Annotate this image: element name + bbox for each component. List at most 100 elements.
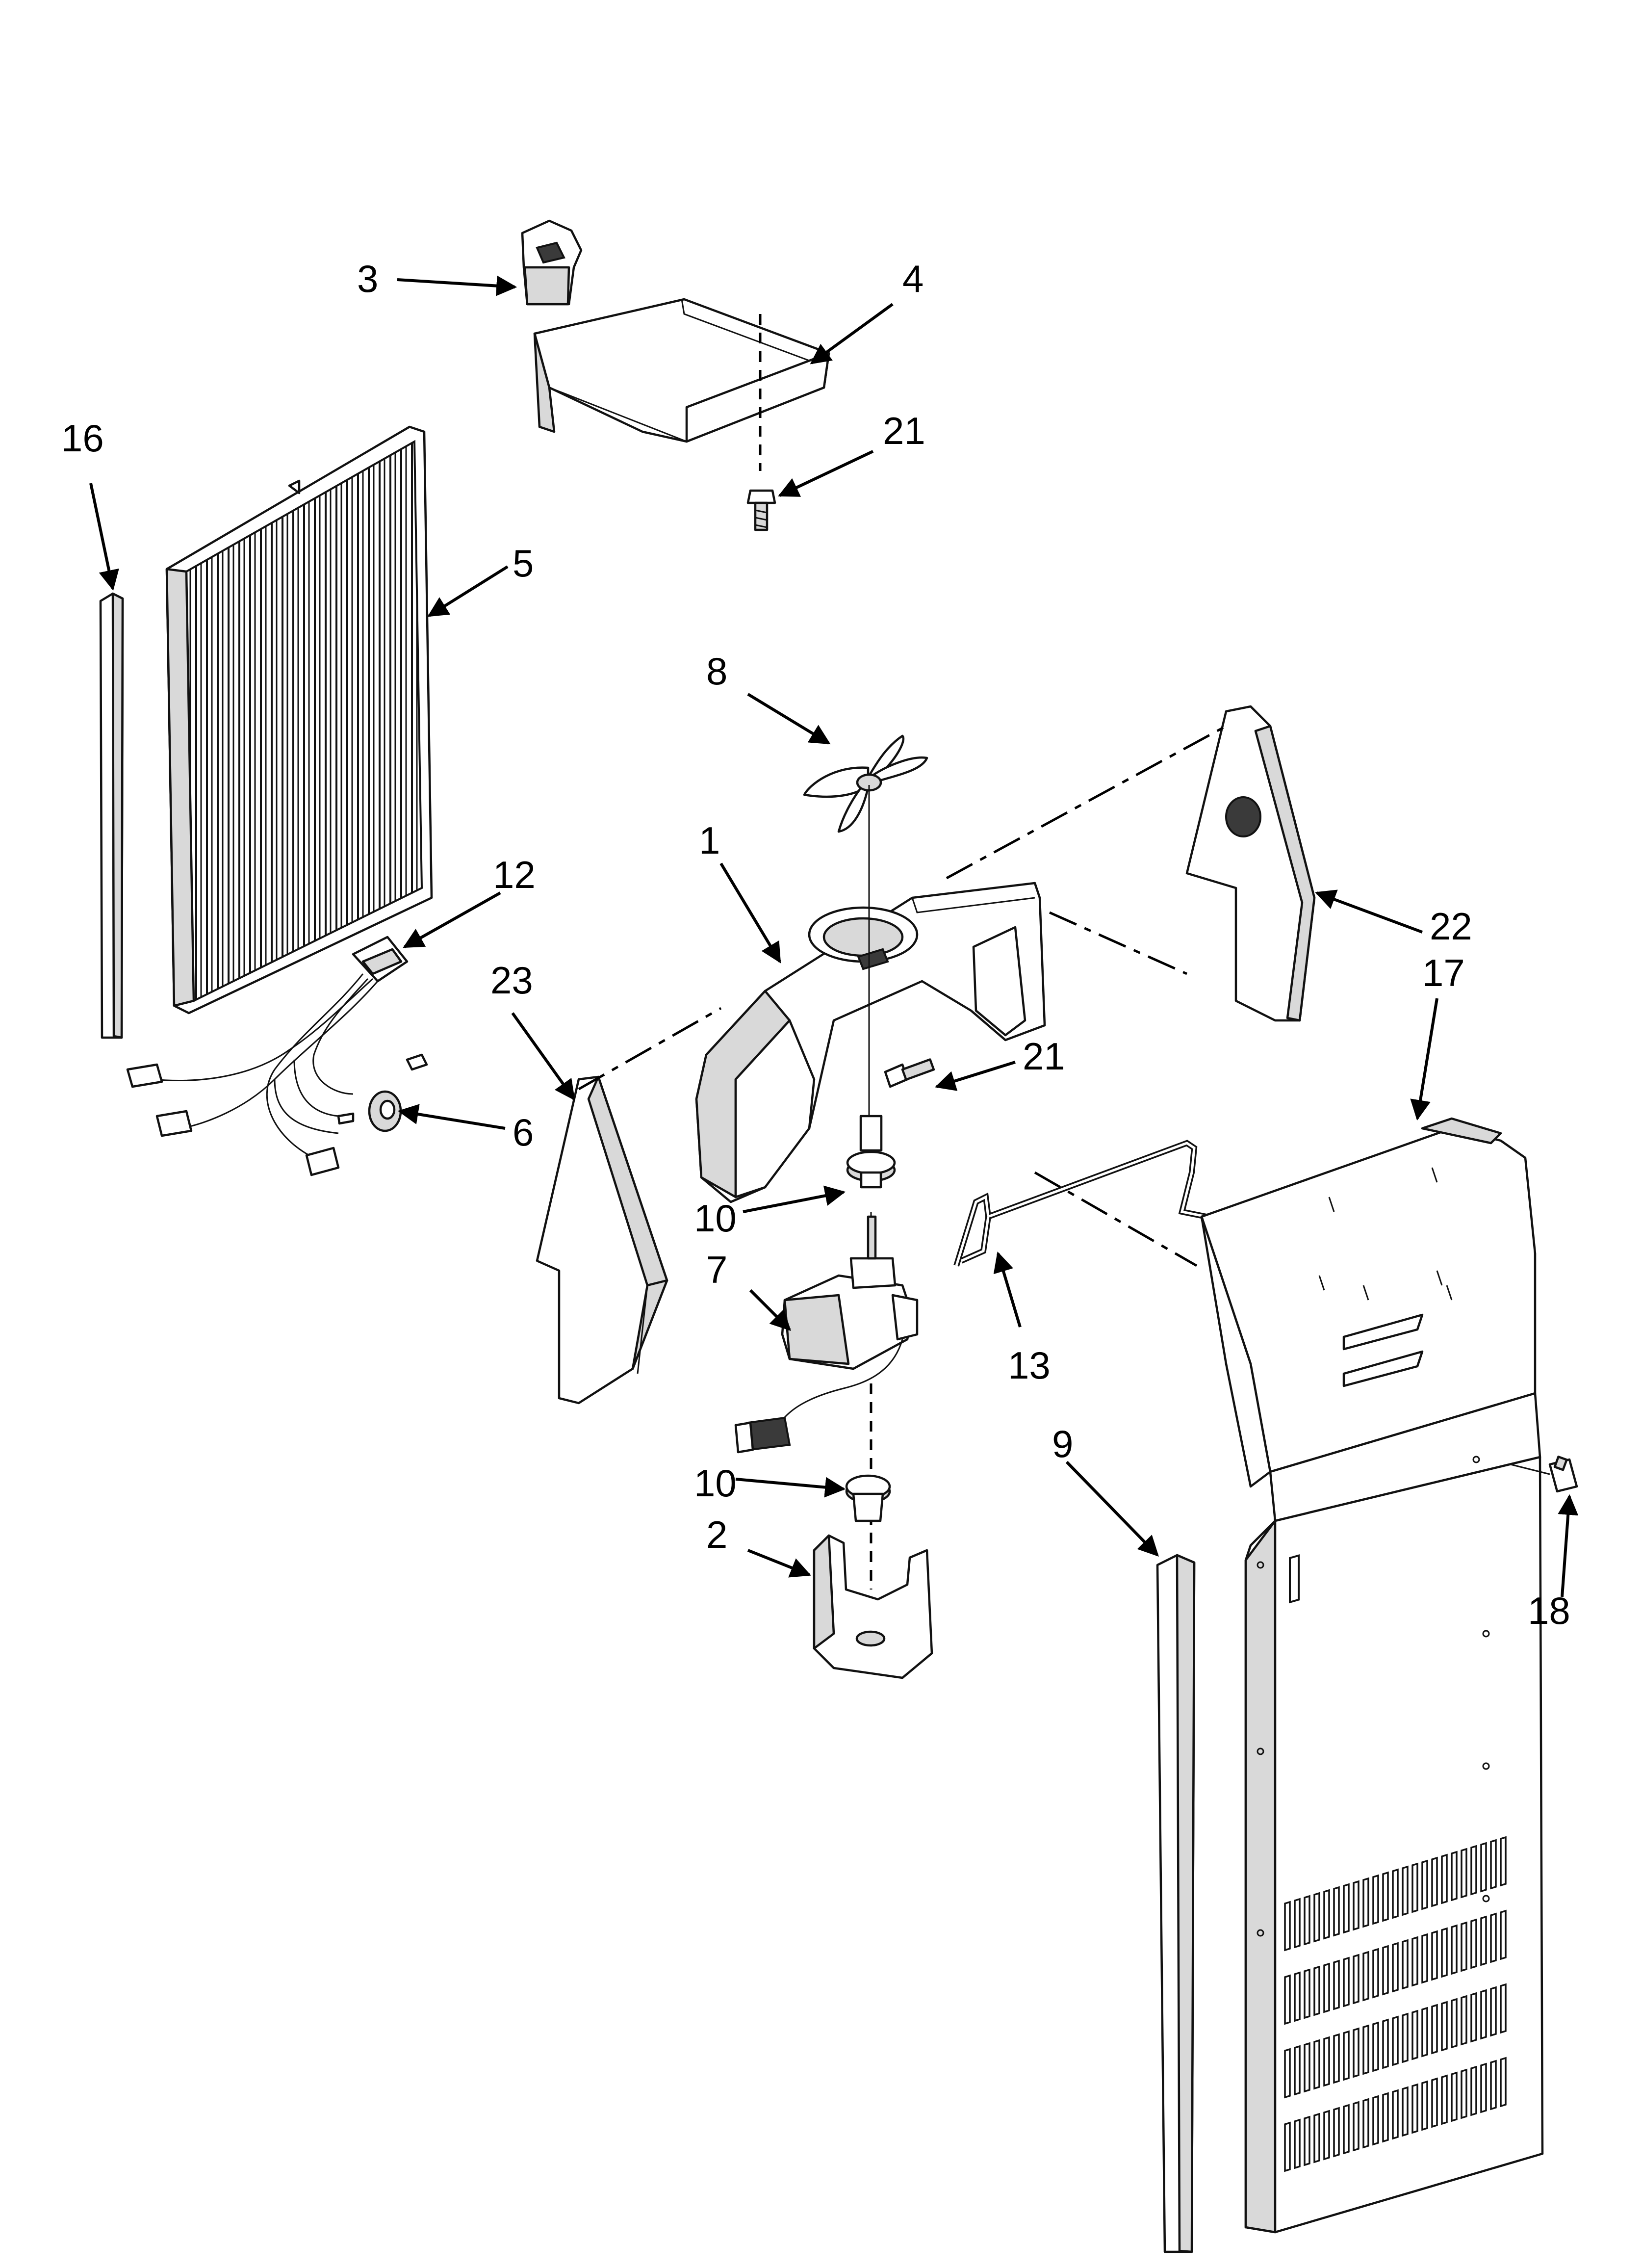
vent-slot [1304,1968,1310,2019]
vent-slot [1343,2030,1350,2081]
callout-22: 22 [1430,905,1472,948]
vent-slot [1284,1974,1291,2025]
vent-slot [1304,1895,1310,1946]
vent-slot [1451,1924,1458,1975]
part-21-screw-top [746,489,776,531]
vent-slot [1392,1868,1399,1919]
part-16-strip [99,592,124,1039]
vent-slot [1333,2033,1340,2084]
vent-slot [1490,2059,1497,2111]
vent-slot [1343,1883,1350,1934]
vent-slot [1431,2004,1438,2055]
vent-slot [1431,2077,1438,2128]
callout-18: 18 [1528,1589,1570,1632]
vent-slot [1421,2080,1428,2131]
leader-lines [89,275,1579,1597]
callout-23: 23 [490,959,533,1002]
vent-slot [1382,1871,1389,1922]
vent-slot [1470,1845,1477,1896]
vent-slot [1480,2062,1487,2113]
vent-slot [1284,2121,1291,2172]
vent-slot [1294,2118,1301,2169]
part-1-fan-housing [695,882,1046,1203]
vent-slot [1382,2092,1389,2143]
vent-slot [1431,1930,1438,1981]
vent-slot [1343,1956,1350,2007]
vent-slot [1421,2007,1428,2058]
vent-slot [1480,1915,1487,1966]
callout-12: 12 [493,853,536,896]
callout-8: 8 [706,650,727,693]
vent-slot [1402,1865,1409,1916]
vent-slot [1500,1836,1507,1887]
callout-1: 1 [699,819,720,862]
vent-slots [1284,1836,1507,2172]
vent-slot [1353,2101,1360,2152]
vent-slot [1500,1909,1507,1960]
part-9-strip [1156,1554,1196,2253]
part-12-wiring-harness [126,936,428,1176]
vent-slot [1392,2089,1399,2140]
vent-slot [1362,2098,1369,2149]
vent-slot [1411,1936,1418,1987]
vent-slot [1362,2024,1369,2075]
vent-slot [1431,1856,1438,1907]
vent-slot [1294,1898,1301,1949]
vent-slot [1323,2110,1330,2161]
part-13-wire-hanger [953,1140,1207,1267]
callout-21: 21 [883,409,925,452]
vent-slot [1294,2045,1301,2096]
vent-slot [1353,1880,1360,1931]
part-18-screw [1510,1456,1578,1493]
callout-7: 7 [706,1248,727,1291]
part-23-baffle-left [536,1075,668,1405]
assembly-lines [578,725,1227,1267]
vent-slot [1372,2095,1379,2146]
vent-slot [1313,1892,1320,1943]
vent-slot [1470,1992,1477,2043]
callout-13: 13 [1008,1344,1051,1387]
vent-slot [1372,1948,1379,1999]
vent-slot [1402,2086,1409,2137]
vent-slot [1323,1889,1330,1940]
vent-slot [1382,2018,1389,2069]
vent-slot [1500,2057,1507,2108]
callout-5: 5 [513,542,534,585]
vent-slot [1451,2071,1458,2122]
vent-slot [1362,1877,1369,1928]
vent-slot [1461,1995,1467,2046]
vent-slot [1392,2015,1399,2066]
part-21-screw-middle [884,1058,935,1088]
part-2-motor-bracket [813,1534,933,1679]
vent-slot [1461,2068,1467,2119]
vent-slot [1451,1851,1458,1902]
vent-slot [1441,1927,1448,1978]
callout-3: 3 [357,257,378,300]
part-17-rear-panel [1200,1117,1544,2234]
part-5-evaporator [165,425,433,1015]
vent-slot [1421,1933,1428,1984]
vent-slot [1441,2001,1448,2052]
part-7-fan-motor [734,1212,919,1454]
vent-slot [1470,2065,1477,2116]
vent-slot [1480,1842,1487,1893]
callout-16: 16 [61,417,104,460]
callout-labels: 3 4 21 16 5 8 12 1 23 22 17 21 6 10 7 13… [61,257,1570,1632]
vent-slot [1441,2074,1448,2125]
callout-4: 4 [902,257,924,300]
vent-slot [1304,2042,1310,2093]
vent-slot [1500,1983,1507,2034]
vent-slot [1333,1886,1340,1937]
callout-2: 2 [706,1513,727,1556]
callout-21: 21 [1023,1035,1065,1078]
vent-slot [1490,1986,1497,2037]
rear-panel-vents [1289,1554,1300,1604]
vent-slot [1461,1848,1467,1899]
vent-slot [1343,2104,1350,2155]
vent-slot [1313,1965,1320,2016]
callout-17: 17 [1422,951,1465,994]
vent-slot [1402,1939,1409,1990]
vent-slot [1313,2112,1320,2164]
vent-slot [1441,1853,1448,1904]
